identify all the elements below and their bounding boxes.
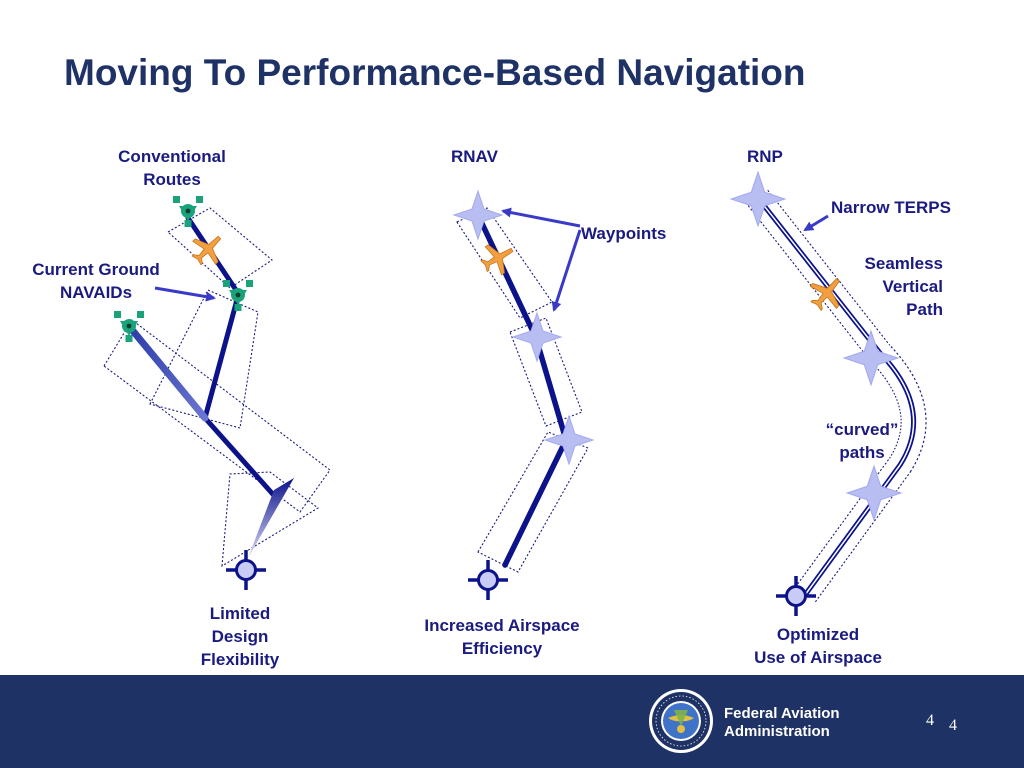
waypoint-star-icon xyxy=(544,415,594,465)
page-number-secondary: 4 xyxy=(949,717,957,734)
caption-line: Use of Airspace xyxy=(754,648,882,667)
page-title: Moving To Performance-Based Navigation xyxy=(64,52,806,93)
navaids-pointer-arrow xyxy=(154,286,216,302)
conventional-feeder-route xyxy=(124,321,209,422)
navigation-diagram xyxy=(103,171,927,618)
caption-line: Efficiency xyxy=(461,639,543,658)
caption-line: Increased Airspace xyxy=(424,616,580,635)
final-approach-fan xyxy=(248,478,294,558)
label-line: Vertical xyxy=(882,277,944,296)
seamless-vertical-path-label: Seamless Vertical Path xyxy=(823,252,943,321)
narrow-terps-pointer-arrow xyxy=(803,214,829,232)
caption-line: Flexibility xyxy=(200,650,280,669)
runway-threshold-icon xyxy=(224,548,268,592)
narrow-terps-label: Narrow TERPS xyxy=(831,198,951,217)
label-line: Path xyxy=(906,300,943,319)
optimized-use-of-airspace-caption: Optimized Use of Airspace xyxy=(738,623,898,669)
rnav-heading: RNAV xyxy=(451,147,498,166)
label-line: Seamless xyxy=(864,254,943,273)
caption-line: Design xyxy=(211,627,269,646)
navaid-icon xyxy=(173,196,203,227)
caption-line: Optimized xyxy=(776,625,860,644)
page-number: 4 xyxy=(926,712,934,729)
waypoints-label: Waypoints xyxy=(581,224,667,243)
navaid-icon xyxy=(223,280,253,311)
caption-line: Limited xyxy=(209,604,271,623)
limited-design-flexibility-caption: Limited Design Flexibility xyxy=(180,602,300,671)
footer-bar xyxy=(0,675,1024,768)
waypoint-star-icon xyxy=(453,190,503,240)
airplane-icon xyxy=(475,235,521,281)
runway-threshold-icon xyxy=(466,558,510,602)
label-line: Current Ground xyxy=(32,260,160,279)
rnav-route xyxy=(475,212,569,568)
faa-wordmark: Federal Aviation Administration xyxy=(724,705,840,741)
waypoint-star-icon xyxy=(512,312,562,362)
increased-airspace-efficiency-caption: Increased Airspace Efficiency xyxy=(402,614,602,660)
rnp-heading: RNP xyxy=(747,147,783,166)
heading-line: Conventional xyxy=(118,147,226,166)
conventional-protected-areas xyxy=(103,207,331,568)
faa-line: Federal Aviation xyxy=(724,705,840,722)
label-line: “curved” xyxy=(825,420,899,439)
airplane-icon xyxy=(184,225,232,273)
label-line: NAVAIDs xyxy=(59,283,133,302)
waypoints-pointer-arrows xyxy=(501,207,582,312)
faa-line: Administration xyxy=(724,723,830,740)
curved-paths-label: “curved” paths xyxy=(802,418,922,464)
heading-line: Routes xyxy=(143,170,201,189)
conventional-routes-heading: Conventional Routes xyxy=(100,145,244,191)
faa-seal-icon xyxy=(649,689,713,753)
label-line: paths xyxy=(839,443,885,462)
current-ground-navaids-label: Current Ground NAVAIDs xyxy=(8,258,184,304)
